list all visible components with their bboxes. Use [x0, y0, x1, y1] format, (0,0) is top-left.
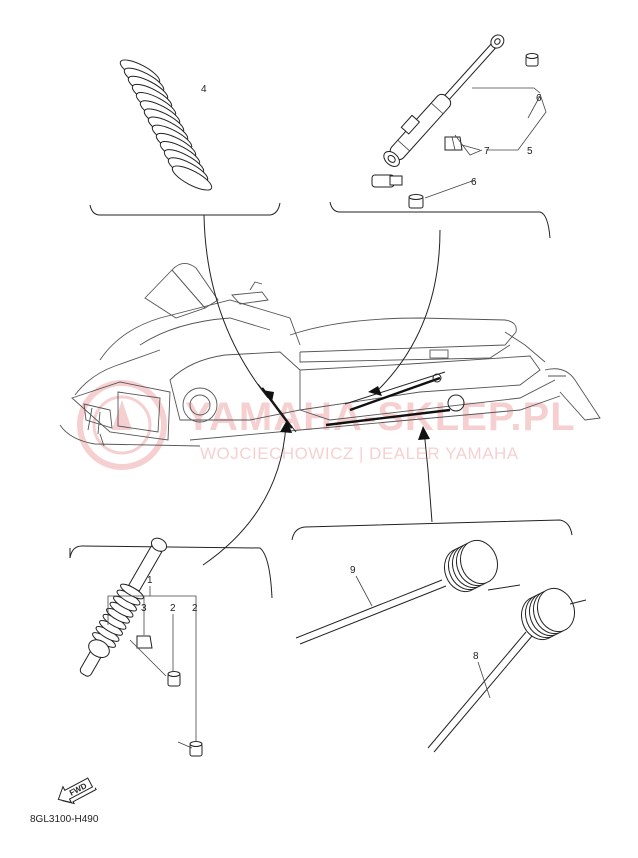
callout-2b: 2: [192, 603, 198, 614]
callout-4: 4: [201, 84, 207, 95]
callout-1: 1: [147, 575, 153, 586]
rear-shock-part-5: [371, 34, 539, 209]
collar-part-6-lower: [408, 194, 424, 209]
torsion-coil: [536, 587, 576, 633]
fwd-arrow-icon: FWD: [57, 777, 97, 805]
coil-loop: [171, 165, 213, 191]
torsion-spring-part-9: [295, 539, 521, 645]
torsion-spring-part-8: [427, 587, 587, 753]
collar-part-2-b: [189, 741, 203, 757]
callout-leaders-top-right: [424, 87, 547, 199]
group-frames: [69, 201, 573, 599]
callout-labels: 1 2 2 3 4 5 6 6 7 8 9: [141, 84, 542, 662]
torsion-coil: [459, 539, 499, 585]
bracket-part-3: [136, 635, 153, 649]
callout-5: 5: [527, 146, 533, 157]
callout-3: 3: [141, 603, 147, 614]
callout-2a: 2: [170, 603, 176, 614]
watermark-logo: [77, 380, 167, 470]
snowmobile-outline: [59, 263, 601, 447]
callout-9: 9: [350, 565, 356, 576]
callout-leaders-bottom-left: [107, 586, 197, 749]
leader-arrows: [202, 214, 441, 566]
coil-spring-part-4: [119, 59, 213, 191]
callout-6a: 6: [536, 93, 542, 104]
callout-leaders-bottom-right: [355, 575, 491, 699]
callout-8: 8: [473, 651, 479, 662]
watermark: YAMAHA-SKLEP.PL WOJCIECHOWICZ | DEALER Y…: [77, 380, 576, 470]
front-shock-part-1: [79, 537, 203, 757]
collar-part-2-a: [167, 671, 181, 687]
lower-mount: [371, 174, 403, 188]
callout-6b: 6: [471, 177, 477, 188]
callout-7: 7: [484, 146, 490, 157]
collar-part-6-upper: [525, 53, 539, 67]
watermark-title: YAMAHA-SKLEP.PL: [185, 395, 576, 439]
cap-part-7: [444, 136, 463, 151]
watermark-subtitle: WOJCIECHOWICZ | DEALER YAMAHA: [200, 444, 519, 463]
diagram-code: 8GL3100-H490: [30, 814, 99, 825]
